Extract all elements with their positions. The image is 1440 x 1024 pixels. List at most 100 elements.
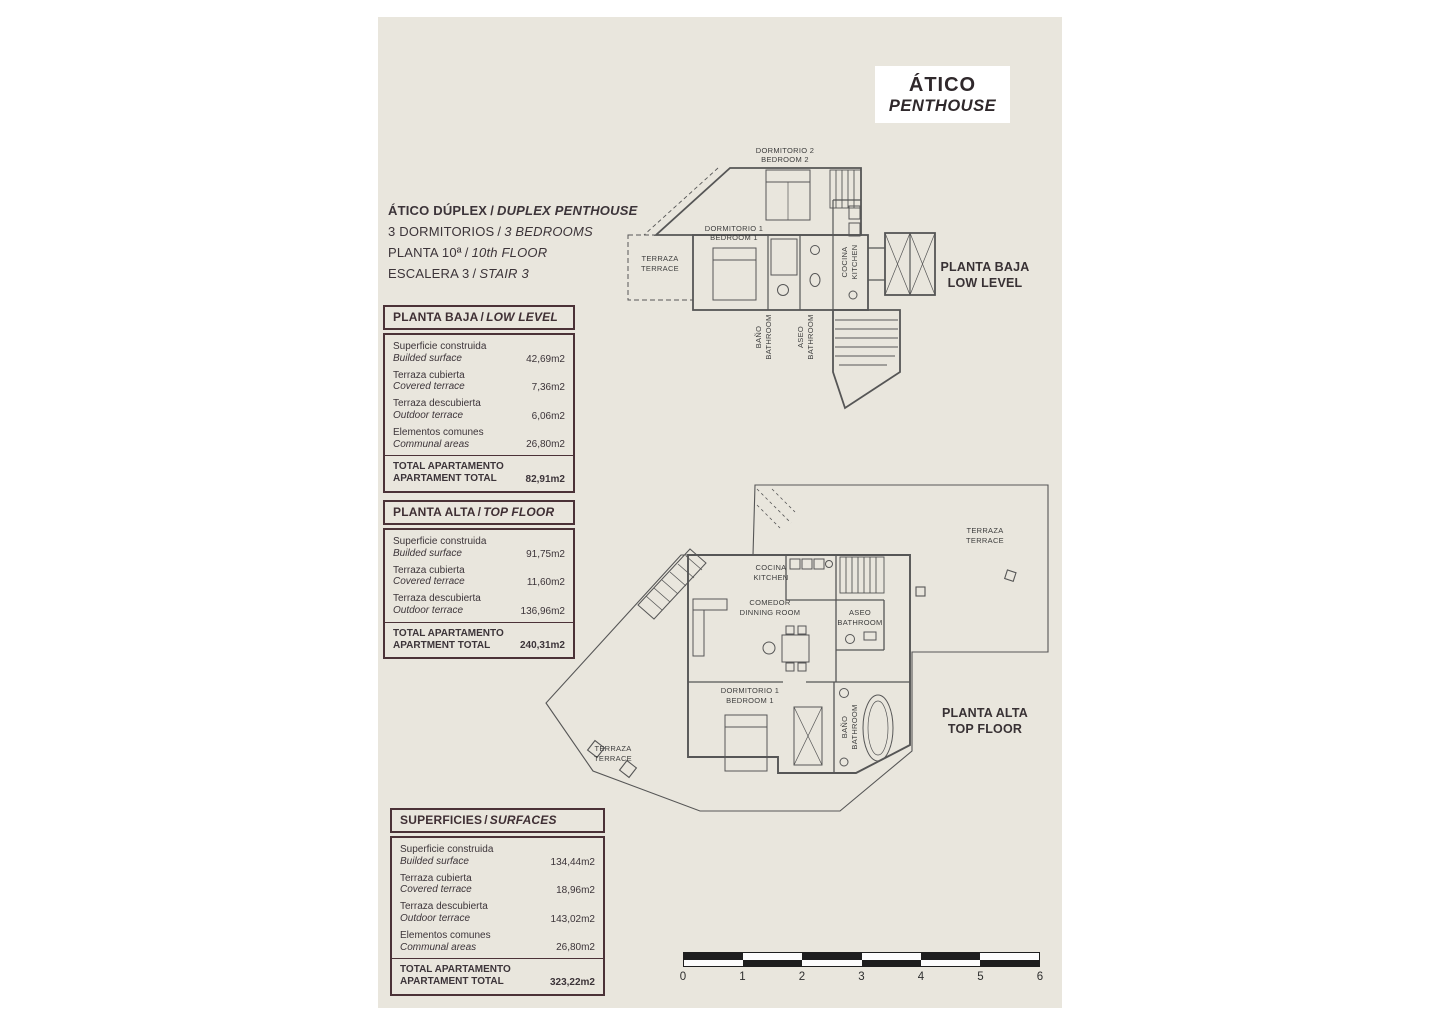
document-panel: ÁTICO PENTHOUSE ÁTICO DÚPLEX/DUPLEX PENT… — [378, 17, 1062, 1008]
label-terrace-upper-en: TERRACE — [966, 536, 1004, 545]
page-subtitle: PENTHOUSE — [888, 96, 997, 115]
separator: / — [477, 505, 482, 519]
row-label-es: Superficie construida — [393, 536, 487, 547]
scale-tick-label: 4 — [917, 971, 925, 983]
total-label-es: TOTAL APARTAMENTO — [400, 964, 511, 976]
label-terrace-es: TERRAZA — [641, 254, 678, 263]
info-es: ESCALERA 3 — [388, 266, 470, 281]
scale-segment — [743, 953, 803, 960]
label-aseo-en: BATHROOM — [806, 314, 815, 359]
table-planta-alta-header: PLANTA ALTA/TOP FLOOR — [383, 500, 575, 525]
info-en: STAIR 3 — [479, 266, 529, 281]
total-value: 82,91m2 — [525, 473, 565, 485]
terrace-outline — [627, 234, 694, 301]
scale-tick-label: 5 — [977, 971, 984, 983]
plan-top-caption-en: TOP FLOOR — [947, 722, 1023, 737]
label-bedroom1-en: BEDROOM 1 — [726, 696, 774, 705]
info-en: DUPLEX PENTHOUSE — [497, 203, 638, 218]
row-label-en: Outdoor terrace — [393, 604, 464, 616]
side-table — [762, 641, 776, 655]
row-label-es: Superficie construida — [393, 341, 487, 352]
chair — [797, 625, 807, 635]
scale-segment — [802, 953, 862, 960]
row-value: 134,44m2 — [550, 856, 595, 868]
label-bedroom1-en: BEDROOM 1 — [710, 233, 758, 242]
bed-1 — [712, 247, 757, 301]
bathtub — [770, 238, 798, 276]
row-label-es: Elementos comunes — [393, 426, 484, 438]
chair — [785, 625, 795, 635]
info-line-type: ÁTICO DÚPLEX/DUPLEX PENTHOUSE — [388, 203, 637, 218]
separator: / — [480, 310, 485, 324]
label-aseo-en: BATHROOM — [837, 618, 882, 627]
plan-low-caption-es: PLANTA BAJA — [940, 260, 1030, 274]
label-kitchen-es: COCINA — [756, 563, 787, 572]
kitchen-unit — [789, 558, 801, 570]
scale-segment — [979, 953, 1040, 960]
kitchen-sink — [825, 560, 833, 568]
bed-1 — [724, 714, 768, 772]
total-label-es: TOTAL APARTAMENTO — [393, 627, 504, 639]
label-dining-en: DINNING ROOM — [740, 608, 801, 617]
stair-block — [832, 309, 901, 410]
row-value: 26,80m2 — [526, 439, 565, 451]
info-es: PLANTA 10ª — [388, 245, 462, 260]
table-title-en: SURFACES — [489, 813, 557, 827]
row-label-en: Covered terrace — [393, 381, 465, 393]
plan-low-labels: DORMITORIO 2 BEDROOM 2 DORMITORIO 1 BEDR… — [641, 146, 859, 360]
kitchen-unit — [801, 558, 813, 570]
scale-segment — [743, 959, 803, 966]
apartment-info: ÁTICO DÚPLEX/DUPLEX PENTHOUSE 3 DORMITOR… — [388, 203, 637, 287]
sofa — [692, 598, 728, 611]
label-dining-es: COMEDOR — [749, 598, 791, 607]
row-value: 6,06m2 — [531, 410, 565, 422]
table-planta-alta: PLANTA ALTA/TOP FLOOR Superficie constru… — [383, 500, 575, 660]
terrace-fixture — [586, 739, 606, 759]
info-en: 10th FLOOR — [471, 245, 548, 260]
sink-2 — [839, 757, 849, 767]
label-kitchen-en: KITCHEN — [850, 244, 859, 279]
scale-segment — [979, 959, 1040, 966]
info-es: 3 DORMITORIOS — [388, 224, 495, 239]
floor-plan-top-floor: TERRAZA TERRACE COCINA KITCHEN COMEDOR D… — [545, 484, 1049, 812]
row-label-en: Outdoor terrace — [400, 912, 471, 924]
table-superficies: SUPERFICIES/SURFACES Superficie construi… — [390, 808, 605, 996]
kitchen-unit — [848, 205, 861, 220]
label-bath-en: BATHROOM — [850, 704, 859, 749]
wardrobe — [793, 706, 823, 766]
row-label-es: Terraza descubierta — [400, 901, 488, 913]
row-label-es: Terraza cubierta — [393, 369, 465, 381]
row-label-en: Outdoor terrace — [393, 409, 464, 421]
table-planta-baja: PLANTA BAJA/LOW LEVEL Superficie constru… — [383, 305, 575, 493]
label-bath-es: BAÑO — [840, 716, 849, 738]
scale-bar-row — [684, 953, 1040, 960]
label-bedroom1-es: DORMITORIO 1 — [705, 224, 763, 233]
row-label-es: Terraza cubierta — [400, 872, 472, 884]
label-bedroom1-es: DORMITORIO 1 — [721, 686, 779, 695]
sink — [810, 245, 820, 255]
plan-low-caption: PLANTA BAJA LOW LEVEL — [935, 259, 1035, 292]
scale-tick-label: 1 — [739, 971, 746, 983]
label-bath-en: BATHROOM — [764, 314, 773, 359]
total-value: 323,22m2 — [549, 976, 595, 988]
row-label-es: Terraza descubierta — [393, 398, 481, 410]
row-label-en: Builded surface — [400, 855, 469, 867]
divider — [392, 958, 603, 960]
scale-tick-label: 0 — [679, 971, 687, 983]
scale-bar-row — [684, 959, 1040, 966]
plan-low-furniture — [712, 169, 861, 301]
row-label-en: Builded surface — [393, 547, 462, 559]
info-line-floor: PLANTA 10ª/10th FLOOR — [388, 245, 628, 260]
scale-bar-frame — [683, 952, 1040, 967]
scale-tick-label: 3 — [858, 971, 865, 983]
toilet-2 — [809, 273, 821, 287]
